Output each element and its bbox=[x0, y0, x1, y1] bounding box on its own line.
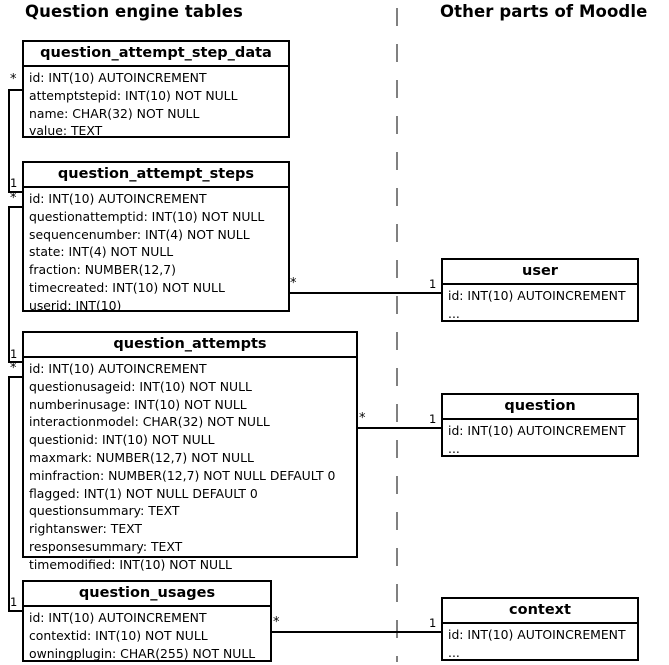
connector-attempts-question bbox=[356, 427, 443, 429]
table-user[interactable]: user id: INT(10) AUTOINCREMENT ... bbox=[441, 258, 639, 322]
field-row: value: TEXT bbox=[29, 123, 103, 139]
table-question-attempt-step-data[interactable]: question_attempt_step_data id: INT(10) A… bbox=[22, 40, 290, 138]
field-row: timemodified: INT(10) NOT NULL bbox=[29, 556, 232, 572]
table-title-context: context bbox=[443, 599, 637, 624]
connector-attempts-many-stub bbox=[8, 376, 24, 378]
field-row: id: INT(10) AUTOINCREMENT bbox=[29, 191, 207, 206]
section-title-other-moodle: Other parts of Moodle bbox=[440, 2, 648, 21]
cardinality-stepdata-many: * bbox=[10, 72, 17, 87]
field-row: maxmark: NUMBER(12,7) NOT NULL bbox=[29, 449, 254, 465]
field-row: owningplugin: CHAR(255) NOT NULL bbox=[29, 645, 256, 661]
cardinality-usages-one: 1 bbox=[10, 595, 18, 609]
section-title-question-engine: Question engine tables bbox=[25, 2, 243, 21]
connector-attemptsteps-vertical bbox=[8, 206, 10, 363]
field-row: ... bbox=[448, 440, 460, 456]
field-row: questionsummary: TEXT bbox=[29, 503, 180, 519]
field-row: id: INT(10) AUTOINCREMENT bbox=[448, 423, 626, 438]
field-row: id: INT(10) AUTOINCREMENT bbox=[29, 70, 207, 85]
table-question-attempt-steps[interactable]: question_attempt_steps id: INT(10) AUTOI… bbox=[22, 161, 290, 313]
field-row: userid: INT(10) bbox=[29, 297, 122, 313]
field-row: ... bbox=[448, 305, 460, 321]
cardinality-question-rel-many: * bbox=[359, 411, 366, 426]
field-row: rightanswer: TEXT bbox=[29, 521, 142, 537]
cardinality-question-rel-one: 1 bbox=[429, 412, 437, 426]
table-title-question-attempt-steps: question_attempt_steps bbox=[24, 163, 288, 188]
field-row: state: INT(4) NOT NULL bbox=[29, 244, 174, 260]
field-row: minfraction: NUMBER(12,7) NOT NULL DEFAU… bbox=[29, 467, 336, 483]
field-row: flagged: INT(1) NOT NULL DEFAULT 0 bbox=[29, 485, 258, 501]
connector-stepdata-vertical bbox=[8, 89, 10, 193]
table-title-question: question bbox=[443, 395, 637, 420]
field-row: questionusageid: INT(10) NOT NULL bbox=[29, 378, 252, 394]
connector-attemptsteps-user bbox=[288, 292, 443, 294]
connector-usages-left-stub bbox=[8, 610, 24, 612]
field-row: timecreated: INT(10) NOT NULL bbox=[29, 279, 225, 295]
field-row: questionid: INT(10) NOT NULL bbox=[29, 432, 215, 448]
table-question-usages[interactable]: question_usages id: INT(10) AUTOINCREMEN… bbox=[22, 580, 272, 662]
table-title-question-attempts: question_attempts bbox=[24, 333, 356, 358]
field-row: id: INT(10) AUTOINCREMENT bbox=[448, 288, 626, 303]
cardinality-context-rel-many: * bbox=[273, 615, 280, 630]
field-row: id: INT(10) AUTOINCREMENT bbox=[29, 610, 207, 625]
cardinality-attemptsteps-many: * bbox=[10, 191, 17, 206]
field-row: questionattemptid: INT(10) NOT NULL bbox=[29, 208, 265, 224]
field-row: responsesummary: TEXT bbox=[29, 538, 183, 554]
connector-attempts-vertical bbox=[8, 376, 10, 612]
field-row: sequencenumber: INT(4) NOT NULL bbox=[29, 226, 250, 242]
table-fields-question-attempt-steps: id: INT(10) AUTOINCREMENT questionattemp… bbox=[24, 188, 288, 318]
table-fields-context: id: INT(10) AUTOINCREMENT ... bbox=[443, 624, 637, 665]
table-question-attempts[interactable]: question_attempts id: INT(10) AUTOINCREM… bbox=[22, 331, 358, 572]
field-row: attemptstepid: INT(10) NOT NULL bbox=[29, 87, 238, 103]
cardinality-attemptsteps-one: 1 bbox=[10, 176, 18, 190]
table-title-user: user bbox=[443, 260, 637, 285]
connector-stepdata-left-stub bbox=[8, 89, 24, 91]
field-row: fraction: NUMBER(12,7) bbox=[29, 262, 176, 278]
table-title-question-attempt-step-data: question_attempt_step_data bbox=[24, 42, 288, 67]
field-row: ... bbox=[448, 644, 460, 660]
table-question[interactable]: question id: INT(10) AUTOINCREMENT ... bbox=[441, 393, 639, 457]
table-fields-question: id: INT(10) AUTOINCREMENT ... bbox=[443, 420, 637, 461]
table-fields-question-attempt-step-data: id: INT(10) AUTOINCREMENT attemptstepid:… bbox=[24, 67, 288, 143]
field-row: name: CHAR(32) NOT NULL bbox=[29, 105, 200, 121]
table-context[interactable]: context id: INT(10) AUTOINCREMENT ... bbox=[441, 597, 639, 661]
cardinality-user-rel-many: * bbox=[290, 276, 297, 291]
table-title-question-usages: question_usages bbox=[24, 582, 270, 607]
cardinality-attempts-many: * bbox=[10, 361, 17, 376]
field-row: id: INT(10) AUTOINCREMENT bbox=[29, 361, 207, 376]
field-row: interactionmodel: CHAR(32) NOT NULL bbox=[29, 414, 270, 430]
table-fields-question-attempts: id: INT(10) AUTOINCREMENT questionusagei… bbox=[24, 358, 356, 577]
cardinality-attempts-one: 1 bbox=[10, 347, 18, 361]
table-fields-user: id: INT(10) AUTOINCREMENT ... bbox=[443, 285, 637, 326]
field-row: id: INT(10) AUTOINCREMENT bbox=[448, 627, 626, 642]
cardinality-user-rel-one: 1 bbox=[429, 277, 437, 291]
connector-usages-context bbox=[270, 631, 443, 633]
cardinality-context-rel-one: 1 bbox=[429, 616, 437, 630]
field-row: numberinusage: INT(10) NOT NULL bbox=[29, 396, 247, 412]
connector-attemptsteps-many-stub bbox=[8, 206, 24, 208]
connector-attempts-left-stub bbox=[8, 361, 24, 363]
table-fields-question-usages: id: INT(10) AUTOINCREMENT contextid: INT… bbox=[24, 607, 270, 665]
field-row: contextid: INT(10) NOT NULL bbox=[29, 627, 208, 643]
connector-attemptsteps-left-stub bbox=[8, 191, 24, 193]
section-divider bbox=[396, 8, 398, 662]
